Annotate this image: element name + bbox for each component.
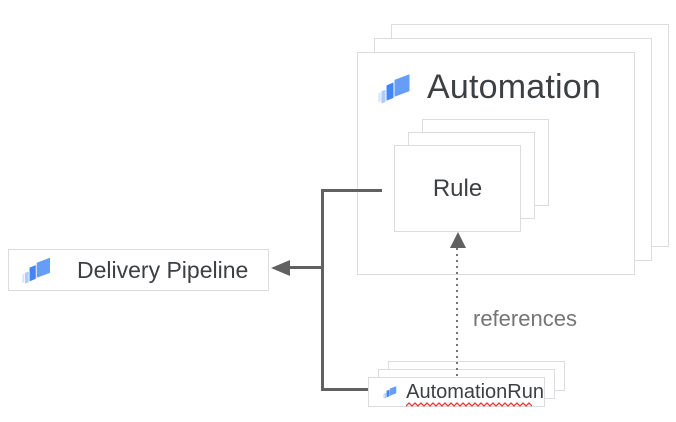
- automation-run-node-label: AutomationRun: [406, 381, 544, 403]
- references-edge-label: references: [473, 306, 577, 331]
- automation-node-label: Automation: [427, 68, 601, 106]
- cloud-deploy-icon: [22, 254, 54, 286]
- automation-title-row: Automation: [378, 68, 601, 107]
- rule-node: Rule: [394, 145, 521, 232]
- cloud-deploy-icon: [378, 70, 414, 106]
- arrowhead-to-delivery-pipeline: [271, 260, 290, 276]
- cloud-deploy-icon: [383, 382, 398, 402]
- connector-automation-run-branch: [321, 388, 368, 391]
- rule-node-label: Rule: [432, 174, 483, 202]
- delivery-pipeline-node-label: Delivery Pipeline: [77, 256, 249, 283]
- delivery-pipeline-node: Delivery Pipeline: [8, 249, 269, 291]
- spellcheck-squiggle: [406, 402, 533, 407]
- arrowhead-to-rule: [450, 232, 466, 248]
- automation-run-node: AutomationRun: [368, 377, 545, 407]
- connector-delivery-pipeline-branch: [288, 266, 321, 269]
- connector-rule-branch: [321, 189, 382, 192]
- references-dotted-edge: [456, 248, 458, 377]
- connector-trunk: [321, 189, 324, 391]
